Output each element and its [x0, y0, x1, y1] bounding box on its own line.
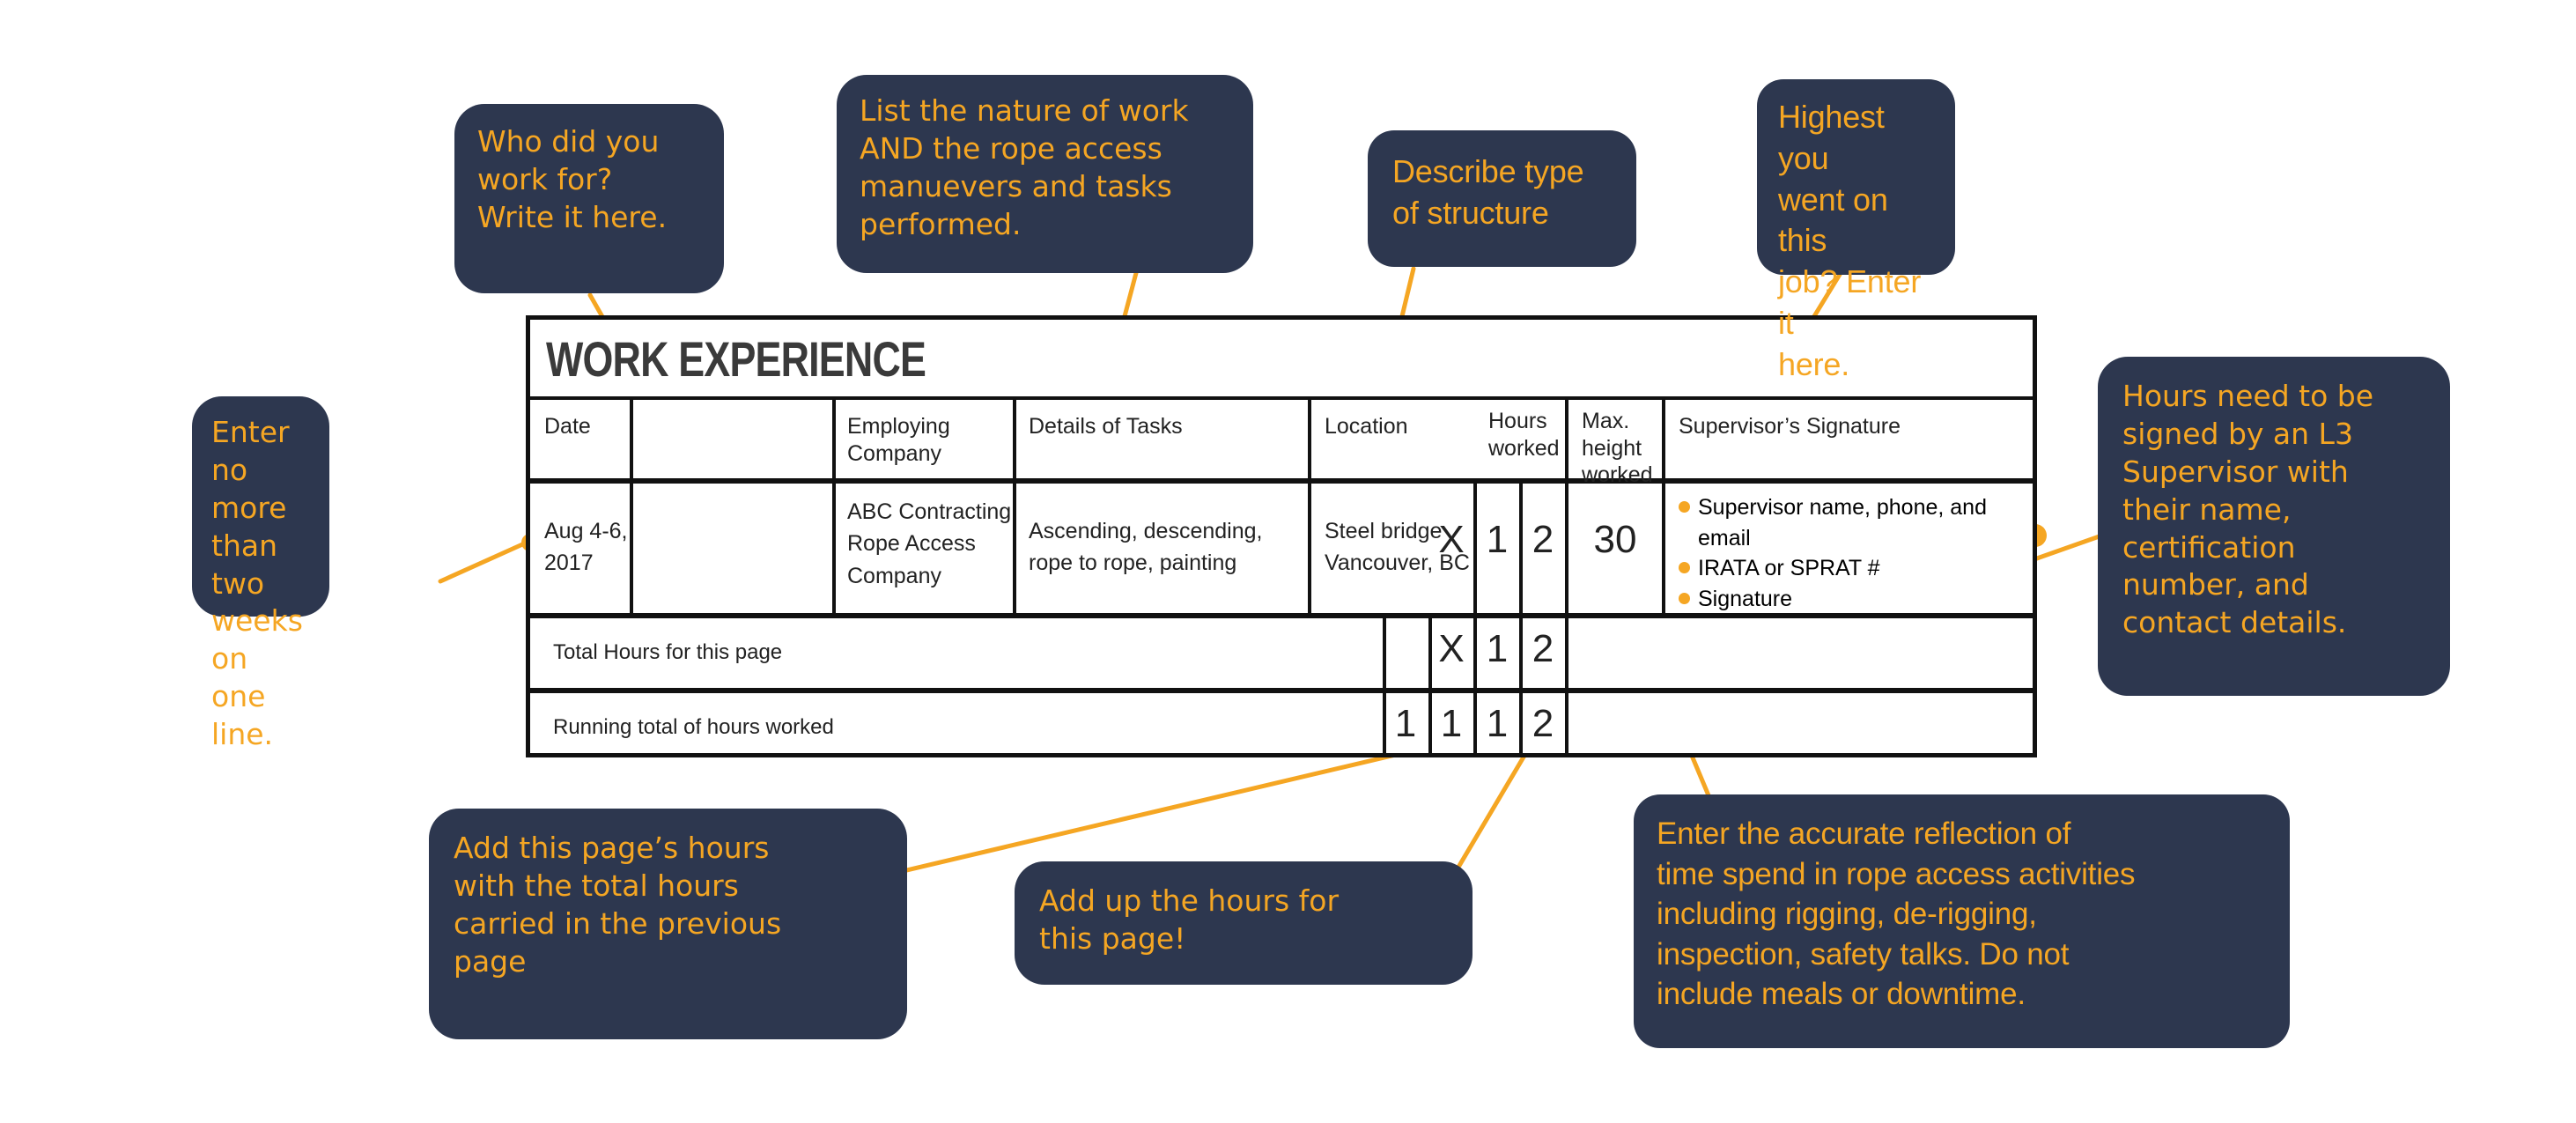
callout-add-up-hours: Add up the hours for this page! — [1015, 861, 1473, 985]
col-rule-date — [630, 396, 633, 613]
header-hours: Hours worked — [1488, 409, 1560, 461]
col-rule-hours-end — [1565, 396, 1568, 613]
supervisor-bullet-name: Supervisor name, phone, and email — [1675, 492, 2019, 553]
col-rule-hours-h3 — [1519, 484, 1523, 613]
entry-location: Steel bridge Vancouver, BC — [1325, 519, 1470, 576]
total-hours-label: Total Hours for this page — [553, 640, 783, 664]
rule-title-bottom — [530, 396, 2033, 400]
callout-add-page-hours: Add this page’s hours with the total hou… — [429, 809, 907, 1039]
entry-hours-digit-3: 2 — [1532, 518, 1554, 561]
callout-accurate-reflection: Enter the accurate reflection of time sp… — [1634, 794, 2290, 1048]
running-total-digit-2: 1 — [1440, 702, 1463, 745]
entry-date: Aug 4-6, 2017 — [544, 519, 628, 576]
callout-highest: Highest you went on this job? Enter it h… — [1757, 79, 1955, 382]
header-date: Date — [544, 414, 591, 439]
total-hours-digit-3: 2 — [1532, 627, 1554, 670]
entry-tasks: Ascending, descending, rope to rope, pai… — [1029, 519, 1263, 576]
callout-two-weeks: Enter no more than two weeks on one line… — [192, 396, 329, 751]
header-supervisor: Supervisor’s Signature — [1679, 414, 1901, 439]
running-total-digit-4: 2 — [1532, 702, 1554, 745]
running-total-label: Running total of hours worked — [553, 715, 834, 739]
table-title: WORK EXPERIENCE — [546, 331, 926, 387]
entry-hours-digit-1: X — [1438, 518, 1465, 561]
rule-header-bottom — [530, 478, 2033, 484]
running-total-digit-1: 1 — [1394, 702, 1417, 745]
sum-rule-h0b — [1383, 613, 1386, 757]
header-max-height: Max. height worked — [1582, 409, 1653, 487]
sum-rule-h3 — [1565, 613, 1568, 757]
entry-company: ABC Contracting Rope Access Company — [847, 499, 1012, 588]
col-rule-maxheight — [1662, 396, 1665, 613]
entry-max-height: 30 — [1593, 518, 1637, 561]
sum-rule-h0 — [1428, 613, 1432, 757]
header-company: Employing Company — [847, 414, 950, 466]
sum-rule-h1 — [1473, 613, 1477, 757]
leader-two-weeks — [438, 539, 531, 584]
header-location: Location — [1325, 414, 1408, 439]
col-rule-company — [832, 396, 836, 613]
col-rule-tasks — [1013, 396, 1016, 613]
rule-total-bottom — [530, 688, 2033, 693]
callout-who-work-for: Who did you work for? Write it here. — [454, 104, 724, 293]
callout-describe-structure: Describe type of structure — [1368, 130, 1636, 267]
total-hours-digit-1: X — [1438, 627, 1465, 670]
rule-entry-bottom — [530, 613, 2033, 618]
col-rule-location — [1308, 396, 1311, 613]
supervisor-bullet-cert: IRATA or SPRAT # — [1675, 553, 2019, 584]
total-hours-digit-2: 1 — [1486, 627, 1509, 670]
header-tasks: Details of Tasks — [1029, 414, 1183, 439]
callout-l3-signoff: Hours need to be signed by an L3 Supervi… — [2098, 357, 2450, 696]
leader-add-page-hours — [878, 735, 1469, 879]
col-rule-hours-h2 — [1473, 484, 1477, 613]
callout-nature-of-work: List the nature of work AND the rope acc… — [837, 75, 1253, 273]
supervisor-bullet-sign: Signature — [1675, 584, 2019, 615]
entry-hours-digit-2: 1 — [1486, 518, 1509, 561]
work-experience-table: WORK EXPERIENCE Date Employing Company D… — [526, 315, 2037, 757]
sum-rule-h2 — [1519, 613, 1523, 757]
running-total-digit-3: 1 — [1486, 702, 1509, 745]
entry-supervisor-list: Supervisor name, phone, and email IRATA … — [1675, 492, 2019, 614]
